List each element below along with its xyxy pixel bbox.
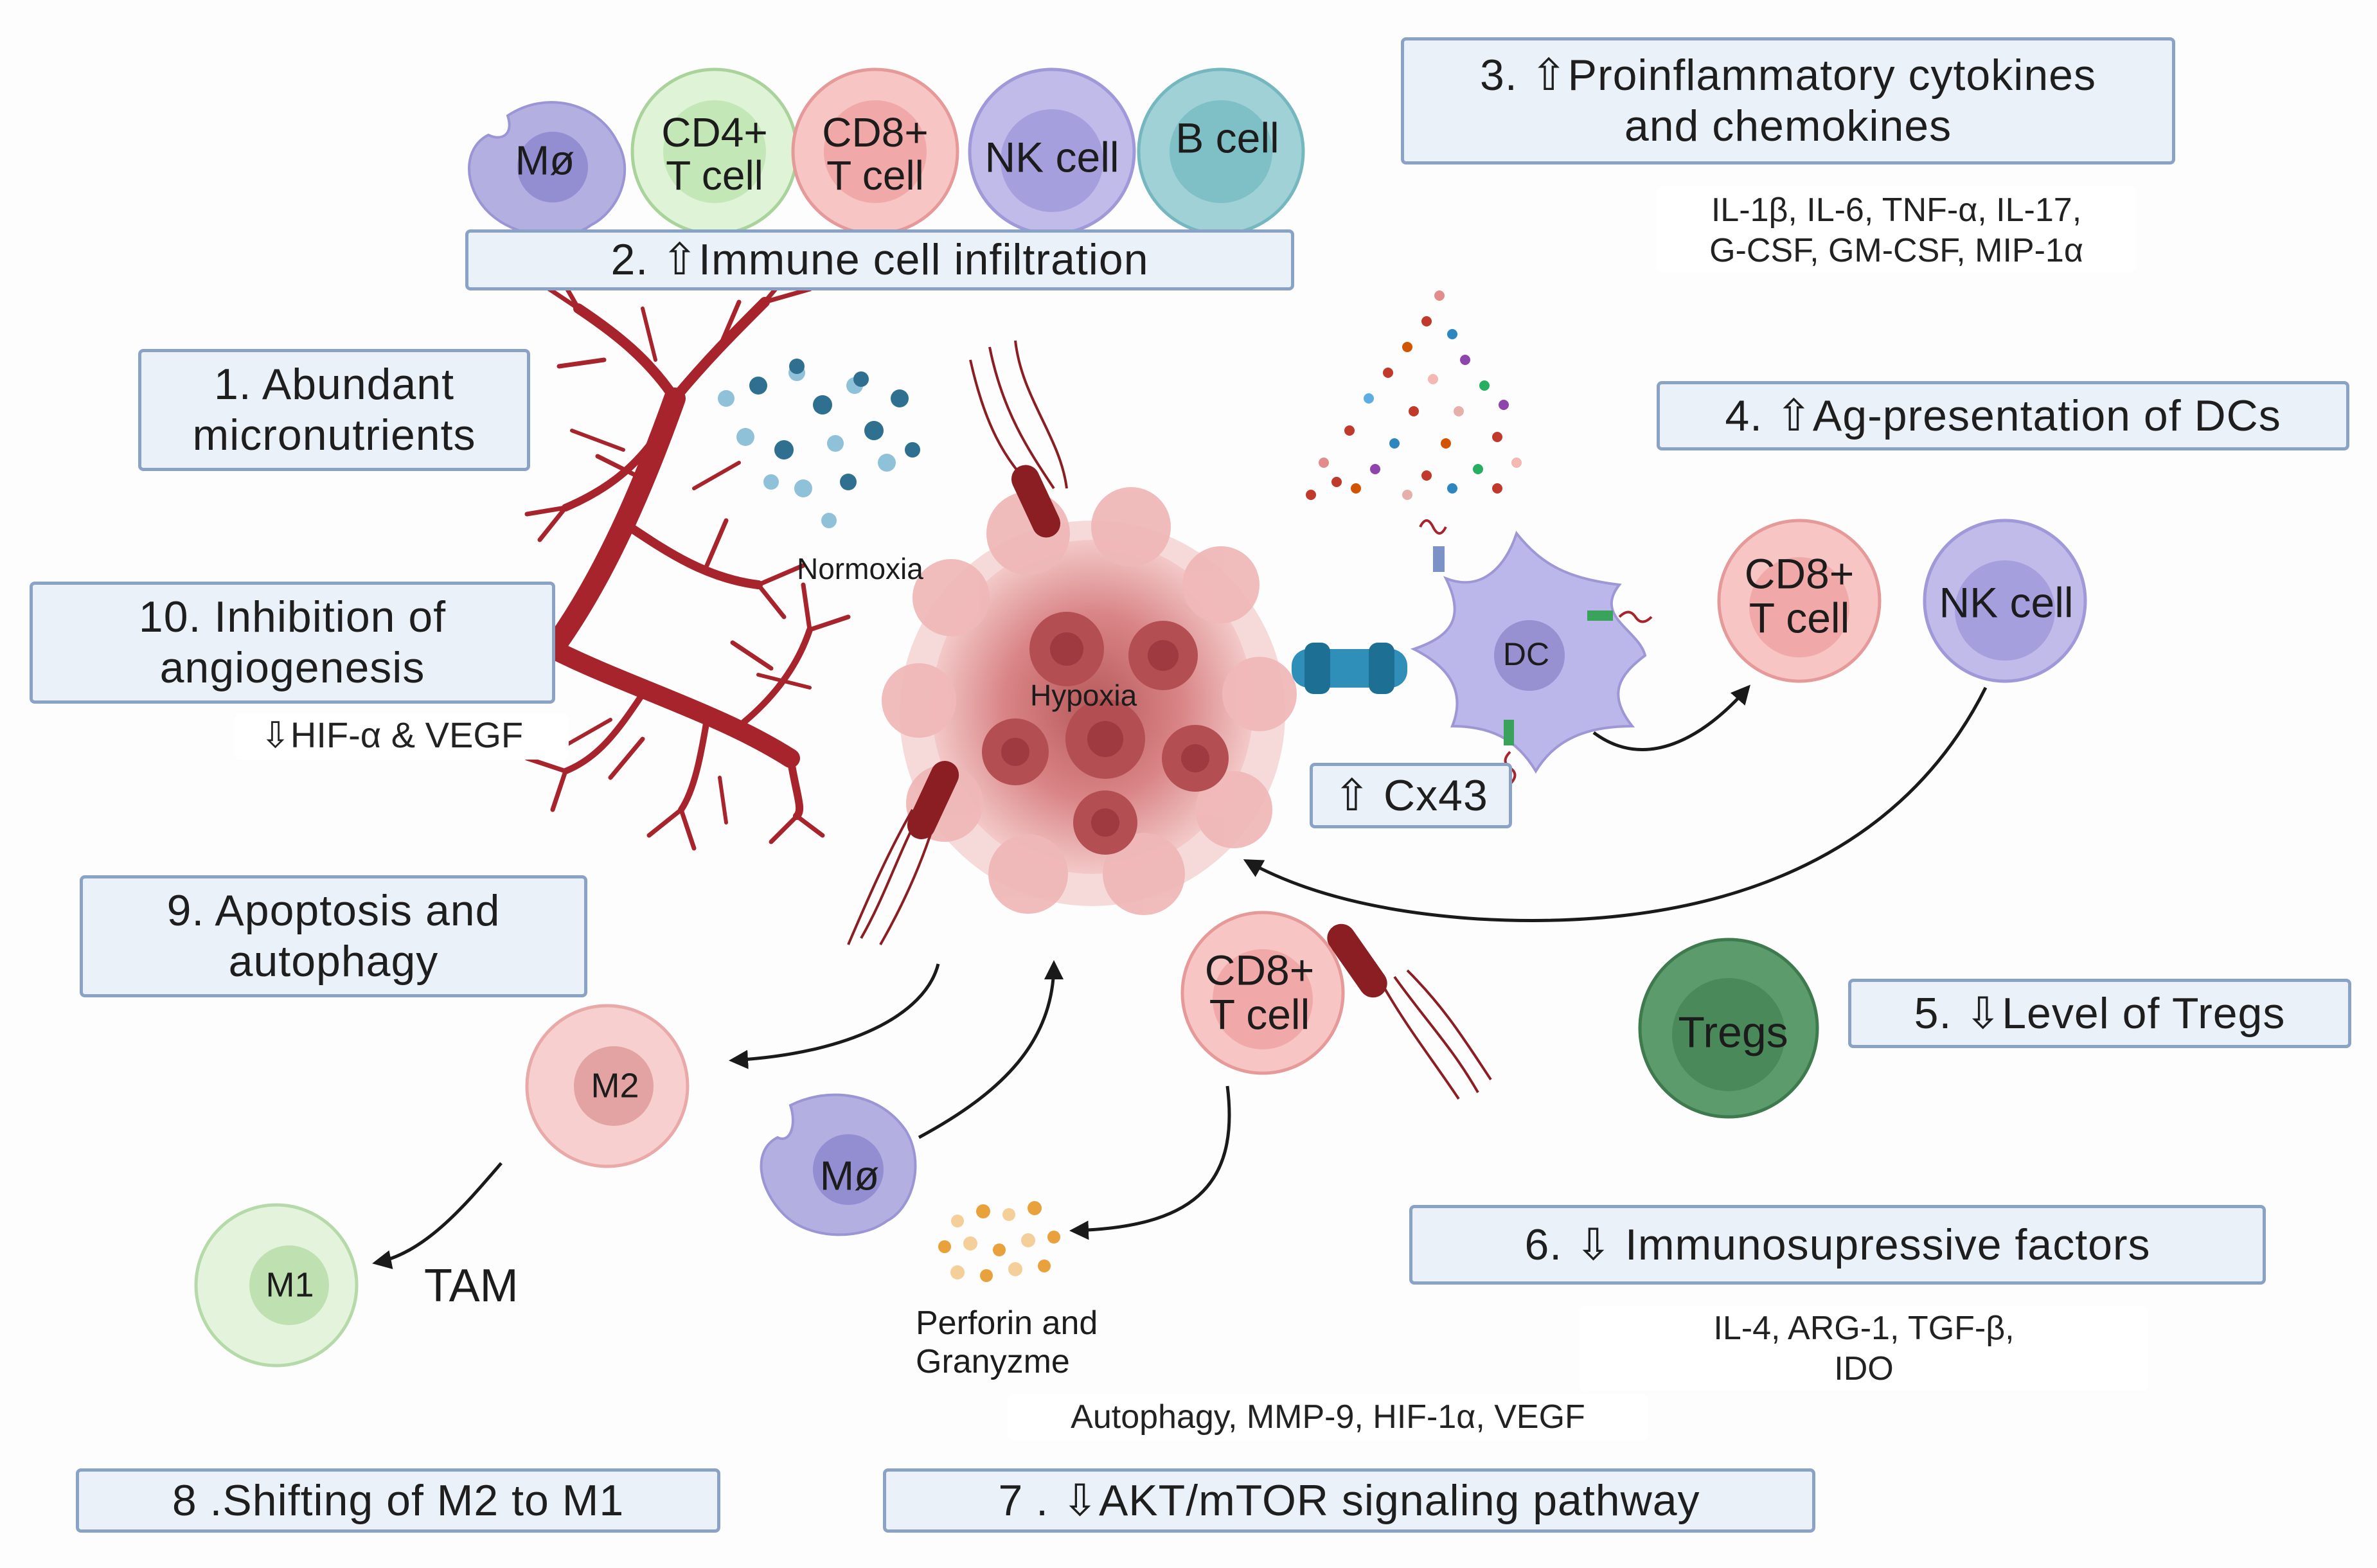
cell-label-dc: DC [1502,636,1550,672]
m2-macrophage [525,1004,690,1168]
note-akt-targets: Autophagy, MMP-9, HIF-1α, VEGF [1008,1394,1648,1441]
bacterium-top [969,340,1068,538]
cell-label-cd8-center: CD8+ T cell [1204,946,1315,1038]
cell-label-bcell-top: B cell [1175,114,1279,162]
micronutrient-dots [718,359,920,528]
note-immunosuppressive-list: IL-4, ARG-1, TGF-β, IDO [1580,1306,2148,1391]
cell-label-tregs: Tregs [1678,1008,1788,1057]
label-cx43: ⇧ Cx43 [1310,763,1512,828]
label-shifting-m2-m1: 8 .Shifting of M2 to M1 [76,1468,720,1533]
blood-vessel-tree [524,261,851,851]
label-proinflammatory-cytokines: 3. ⇧Proinflammatory cytokines and chemok… [1401,37,2175,165]
label-abundant-micronutrients: 1. Abundant micronutrients [138,349,530,471]
label-ag-presentation: 4. ⇧Ag-presentation of DCs [1657,381,2349,450]
cell-label-m2: M2 [591,1066,639,1105]
text-normoxia: Normoxia [797,552,923,585]
bacterium-left [847,761,959,945]
bacterium-bottom-right [1327,923,1492,1100]
perforin-granzyme-dots [938,1201,1060,1282]
cell-label-macrophage-top: Mø [515,137,575,184]
cell-label-cd4-top: CD4+ T cell [661,109,768,199]
cell-label-cd8-top: CD8+ T cell [822,109,929,199]
text-hypoxia: Hypoxia [1030,679,1137,712]
text-tam: TAM [424,1260,519,1312]
macrophage-bottom-cell [760,1093,917,1236]
m1-macrophage [194,1203,359,1368]
label-immunosuppressive-factors: 6. ⇩ Immunosupressive factors [1409,1205,2266,1285]
label-level-of-tregs: 5. ⇩Level of Tregs [1848,979,2351,1048]
cytokine-dots [1306,290,1522,500]
label-immune-cell-infiltration: 2. ⇧Immune cell infiltration [465,229,1294,290]
note-cytokines-list: IL-1β, IL-6, TNF-α, IL-17, G-CSF, GM-CSF… [1657,186,2136,272]
tumor-mass [882,487,1297,915]
text-perforin-granzyme: Perforin and Granyzme [916,1305,1098,1380]
cell-label-m1: M1 [265,1265,314,1305]
label-akt-mtor-pathway: 7 . ⇩AKT/mTOR signaling pathway [883,1468,1815,1533]
cx43-channel [1292,643,1407,694]
cell-label-nk-right: NK cell [1939,578,2074,627]
dendritic-cell [1410,519,1653,785]
label-apoptosis-autophagy: 9. Apoptosis and autophagy [80,875,587,997]
cell-label-nk-top: NK cell [984,133,1119,181]
label-inhibition-angiogenesis: 10. Inhibition of angiogenesis [30,582,555,704]
cell-label-macrophage-bottom: Mø [819,1152,880,1199]
arrows [372,684,1988,1269]
cell-label-cd8-right: CD8+ T cell [1744,549,1855,642]
note-hif-vegf: ⇩HIF-α & VEGF [235,713,569,760]
